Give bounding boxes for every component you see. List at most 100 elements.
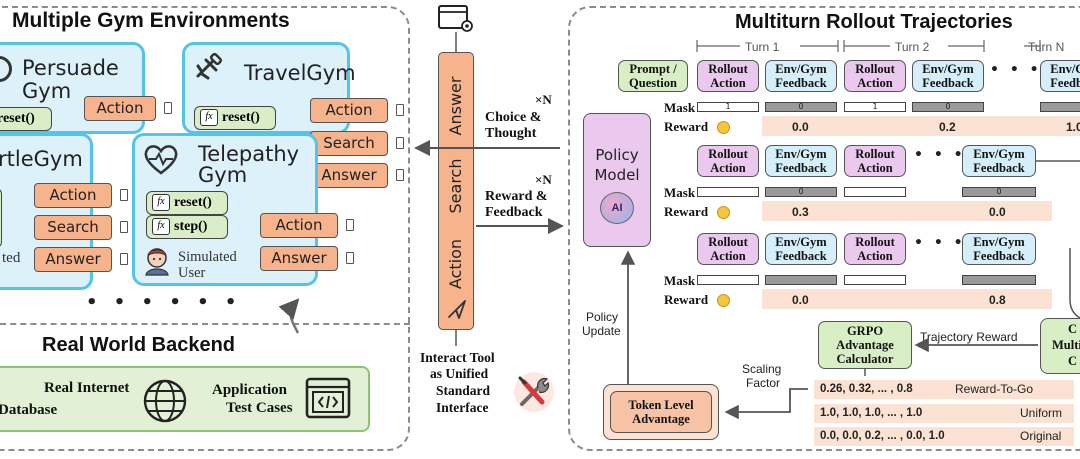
- plug-icon: [396, 137, 404, 149]
- turtle-search-tool[interactable]: Search: [34, 215, 112, 240]
- advantage-option-bar: [814, 427, 1074, 446]
- turtle-action-tool[interactable]: Action: [34, 183, 112, 208]
- mask-label: Mask: [664, 273, 696, 288]
- travel-reset-label: reset(): [222, 110, 260, 125]
- reward-label: Reward: [664, 204, 709, 219]
- panel-divider: [0, 323, 410, 325]
- user-avatar-icon: [145, 248, 169, 276]
- reward-value: 0.0: [792, 120, 809, 134]
- policy-model-label-line2: Model: [594, 166, 640, 184]
- airplane-icon: [196, 52, 223, 80]
- telepathy-heart-icon: [142, 142, 180, 176]
- persuade-action-label: Action: [96, 99, 144, 117]
- interact-tool-label-line2: as Unified: [430, 366, 489, 381]
- send-arrow-icon: [446, 298, 468, 320]
- interface-tool-column: [438, 52, 474, 330]
- times-n-label: ×N: [535, 172, 552, 187]
- mask-segment: [697, 187, 759, 197]
- scaling-arrow: [724, 388, 808, 420]
- advantage-values: 0.26, 0.32, ... , 0.8: [820, 383, 913, 395]
- mask-segment: [962, 275, 1036, 285]
- turtle-gym-name: rtleGym: [0, 147, 83, 171]
- policy-model-box: [583, 113, 651, 247]
- turn-ellipsis: • • •: [914, 147, 966, 163]
- reward-band: [762, 116, 1080, 136]
- simulated-user-avatar: [142, 246, 172, 276]
- plug-icon: [346, 252, 354, 264]
- travel-airplane-icon: [192, 52, 226, 86]
- advantage-values: 1.0, 1.0, 1.0, ... , 1.0: [820, 407, 923, 419]
- reward-value: 0.0: [989, 205, 1006, 219]
- telepathy-action-tool[interactable]: Action: [260, 213, 338, 238]
- mask-segment: [844, 275, 906, 285]
- advantage-name: Original: [1020, 429, 1062, 443]
- reward-value: 0.8: [989, 293, 1006, 307]
- mask-segment: 0: [765, 187, 837, 197]
- telepathy-reset-label: reset(): [174, 195, 212, 210]
- reward-feedback-label-line2: Feedback: [485, 205, 543, 220]
- paper-plane-icon: [448, 300, 466, 319]
- rollout-panel: [568, 6, 1080, 451]
- backend-arrow: [278, 298, 300, 334]
- function-icon: fx: [152, 194, 170, 212]
- turtle-search-label: Search: [47, 218, 99, 236]
- plug-icon: [346, 219, 354, 231]
- backend-title: Real World Backend: [42, 334, 236, 356]
- travel-answer-tool[interactable]: Answer: [310, 163, 388, 188]
- function-icon: fx: [152, 218, 170, 236]
- scaling-factor-label-line2: Factor: [746, 376, 781, 390]
- more-gyms-ellipsis: • • • • • •: [86, 292, 242, 313]
- travel-answer-label: Answer: [321, 166, 377, 184]
- globe-icon-svg: [143, 379, 187, 423]
- telepathy-step-label: step(): [174, 219, 208, 234]
- travel-search-label: Search: [323, 134, 375, 152]
- telepathy-answer-label: Answer: [271, 249, 327, 267]
- telepathy-step-fn: fx step(): [146, 215, 228, 239]
- travel-gym-name: TravelGym: [244, 61, 356, 85]
- mask-label: Mask: [664, 185, 696, 200]
- mask-segment: 0: [962, 187, 1036, 197]
- travel-search-tool[interactable]: Search: [310, 131, 388, 156]
- persuade-reset-label: reset(): [0, 111, 35, 126]
- persuade-action-tool[interactable]: Action: [84, 96, 156, 121]
- multi-critic-box: [1040, 318, 1080, 374]
- app-tests-label: Application: [212, 382, 288, 398]
- turtle-answer-label: Answer: [45, 250, 101, 268]
- reward-value: 0.3: [792, 205, 809, 219]
- mask-segment: 0: [912, 102, 984, 112]
- persuade-gym-name-line2: Gym: [22, 79, 72, 103]
- app-tests-label-line2: Test Cases: [226, 400, 293, 416]
- turn-ellipsis: • • •: [914, 235, 966, 251]
- turn-1-label: Turn 1: [745, 40, 780, 54]
- plug-icon: [396, 104, 404, 116]
- ai-brain-icon: AI: [600, 192, 634, 224]
- telepathy-gym-name-line2: Gym: [198, 163, 248, 187]
- mask-segment: [844, 187, 906, 197]
- travel-action-label: Action: [325, 101, 373, 119]
- telepathy-answer-tool[interactable]: Answer: [260, 246, 338, 271]
- scaling-factor-label: Scaling: [742, 362, 782, 376]
- mask-segment: [765, 275, 837, 285]
- turtle-answer-tool[interactable]: Answer: [34, 247, 112, 272]
- turn-n-label: Turn N: [1028, 40, 1065, 54]
- reward-feedback-label: Reward &: [485, 189, 548, 204]
- travel-action-tool[interactable]: Action: [310, 98, 388, 123]
- right-edge-connector: [1069, 248, 1080, 319]
- mask-segment: [697, 275, 759, 285]
- reward-value: 0.0: [792, 293, 809, 307]
- reward-coin-icon: [717, 206, 730, 219]
